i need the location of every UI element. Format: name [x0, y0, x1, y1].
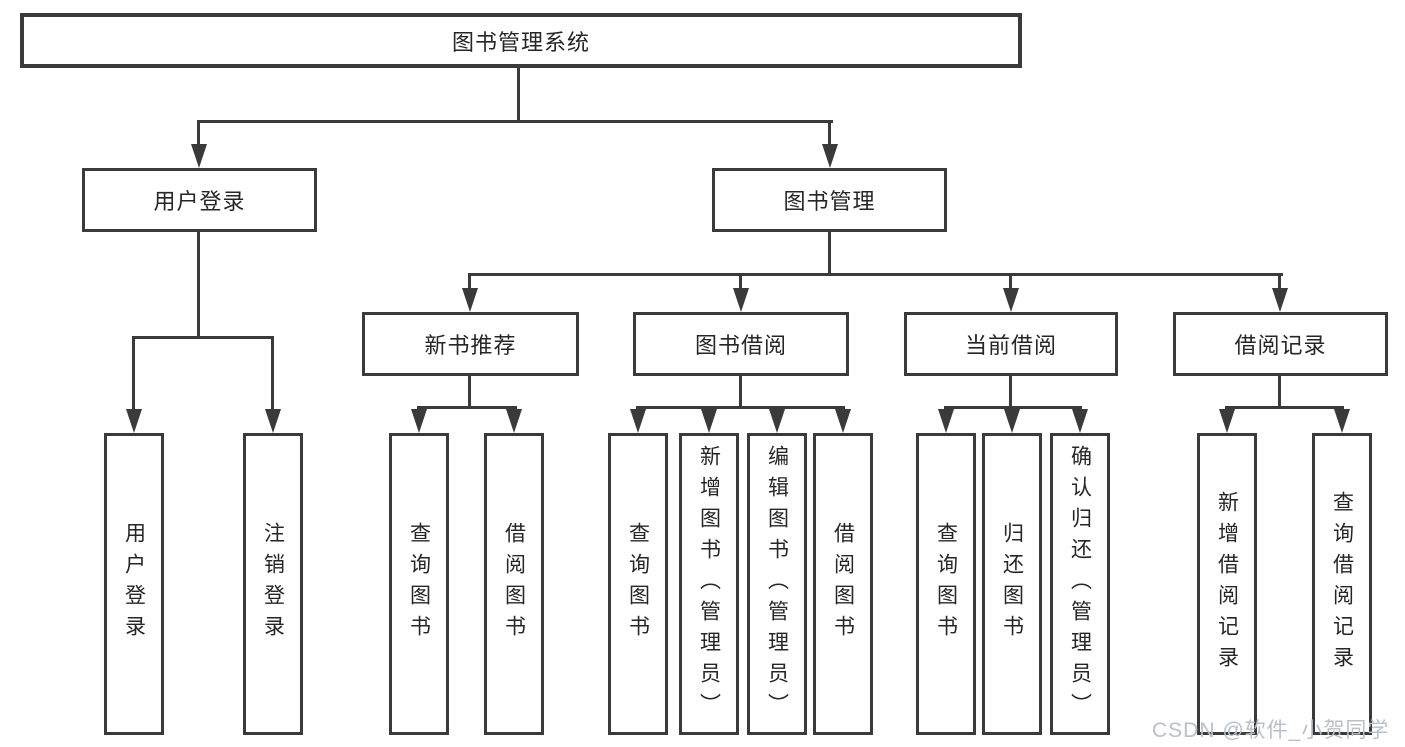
edge-login-split: [132, 336, 274, 339]
node-leaf-confirm-return-admin: 确认归还（管理员）: [1050, 433, 1110, 735]
edge-records-stem: [1278, 374, 1281, 408]
node-label: 新增图书（管理员）: [697, 444, 721, 724]
edge-mgmt-stem: [828, 230, 831, 275]
edge-login-stem: [197, 230, 200, 338]
node-label: 借阅图书: [502, 522, 526, 646]
edge-root-split: [197, 120, 833, 123]
arrow-down-icon: [506, 409, 522, 433]
node-label: 图书管理: [783, 189, 876, 214]
arrow-down-icon: [822, 144, 838, 168]
edge-root-arm-left: [197, 120, 200, 148]
edge-mgmt-arm-3: [1009, 273, 1012, 290]
node-leaf-add-books-admin: 新增图书（管理员）: [679, 433, 739, 735]
edge-recommend-split: [417, 406, 517, 409]
node-leaf-edit-books-admin: 编辑图书（管理员）: [747, 433, 807, 735]
edge-mgmt-arm-1: [468, 273, 471, 290]
node-label: 新增借阅记录: [1215, 491, 1239, 677]
edge-login-arm-left: [132, 336, 135, 411]
node-user-login-group: 用户登录: [82, 168, 317, 232]
node-leaf-query-books-current: 查询图书: [916, 433, 976, 735]
edge-recommend-stem: [468, 374, 471, 408]
arrow-down-icon: [1334, 409, 1350, 433]
arrow-down-icon: [1072, 409, 1088, 433]
edge-borrowing-stem: [739, 374, 742, 408]
edge-mgmt-arm-4: [1278, 273, 1281, 290]
arrow-down-icon: [1272, 288, 1288, 312]
node-leaf-borrow-books-recommend: 借阅图书: [484, 433, 544, 735]
node-leaf-user-login: 用户登录: [104, 433, 164, 735]
arrow-down-icon: [126, 409, 142, 433]
arrow-down-icon: [1003, 288, 1019, 312]
node-new-book-recommend: 新书推荐: [362, 312, 579, 376]
node-leaf-borrow-books-borrowing: 借阅图书: [813, 433, 873, 735]
node-leaf-query-books-recommend: 查询图书: [389, 433, 449, 735]
node-borrowing-records: 借阅记录: [1173, 312, 1388, 376]
node-label: 查询图书: [934, 522, 958, 646]
node-label: 借阅记录: [1234, 333, 1327, 358]
node-label: 查询图书: [407, 522, 431, 646]
edge-root-stem: [517, 66, 520, 122]
edge-current-stem: [1009, 374, 1012, 408]
node-leaf-return-books: 归还图书: [982, 433, 1042, 735]
arrow-down-icon: [701, 409, 717, 433]
node-label: 用户登录: [122, 522, 146, 646]
node-book-borrowing: 图书借阅: [633, 312, 849, 376]
edge-borrowing-split: [636, 406, 845, 409]
arrow-down-icon: [411, 409, 427, 433]
arrow-down-icon: [733, 288, 749, 312]
arrow-down-icon: [769, 409, 785, 433]
node-label: 确认归还（管理员）: [1068, 444, 1092, 724]
node-root: 图书管理系统: [20, 13, 1022, 68]
node-label: 用户登录: [153, 189, 246, 214]
edge-current-split: [944, 406, 1082, 409]
node-label: 查询借阅记录: [1330, 491, 1354, 677]
node-label: 查询图书: [626, 522, 650, 646]
arrow-down-icon: [938, 409, 954, 433]
arrow-down-icon: [1004, 409, 1020, 433]
arrow-down-icon: [462, 288, 478, 312]
arrow-down-icon: [1219, 409, 1235, 433]
node-label: 当前借阅: [964, 333, 1057, 358]
watermark: CSDN @软件_小贺同学: [1152, 719, 1390, 742]
arrow-down-icon: [835, 409, 851, 433]
arrow-down-icon: [191, 144, 207, 168]
node-label: 借阅图书: [831, 522, 855, 646]
node-label: 图书管理系统: [451, 29, 590, 55]
edge-root-arm-right: [828, 120, 831, 148]
node-label: 图书借阅: [694, 333, 787, 358]
arrow-down-icon: [265, 409, 281, 433]
node-label: 注销登录: [261, 522, 285, 646]
node-current-borrowing: 当前借阅: [904, 312, 1118, 376]
node-book-management: 图书管理: [712, 168, 947, 232]
edge-mgmt-arm-2: [739, 273, 742, 290]
node-label: 编辑图书（管理员）: [765, 444, 789, 724]
node-label: 归还图书: [1000, 522, 1024, 646]
edge-records-split: [1225, 406, 1344, 409]
node-leaf-query-books-borrowing: 查询图书: [608, 433, 668, 735]
node-label: 新书推荐: [424, 333, 517, 358]
arrow-down-icon: [630, 409, 646, 433]
node-leaf-query-borrow-record: 查询借阅记录: [1312, 433, 1372, 735]
node-leaf-logout: 注销登录: [243, 433, 303, 735]
edge-mgmt-split: [468, 273, 1283, 276]
edge-login-arm-right: [271, 336, 274, 411]
node-leaf-add-borrow-record: 新增借阅记录: [1197, 433, 1257, 735]
